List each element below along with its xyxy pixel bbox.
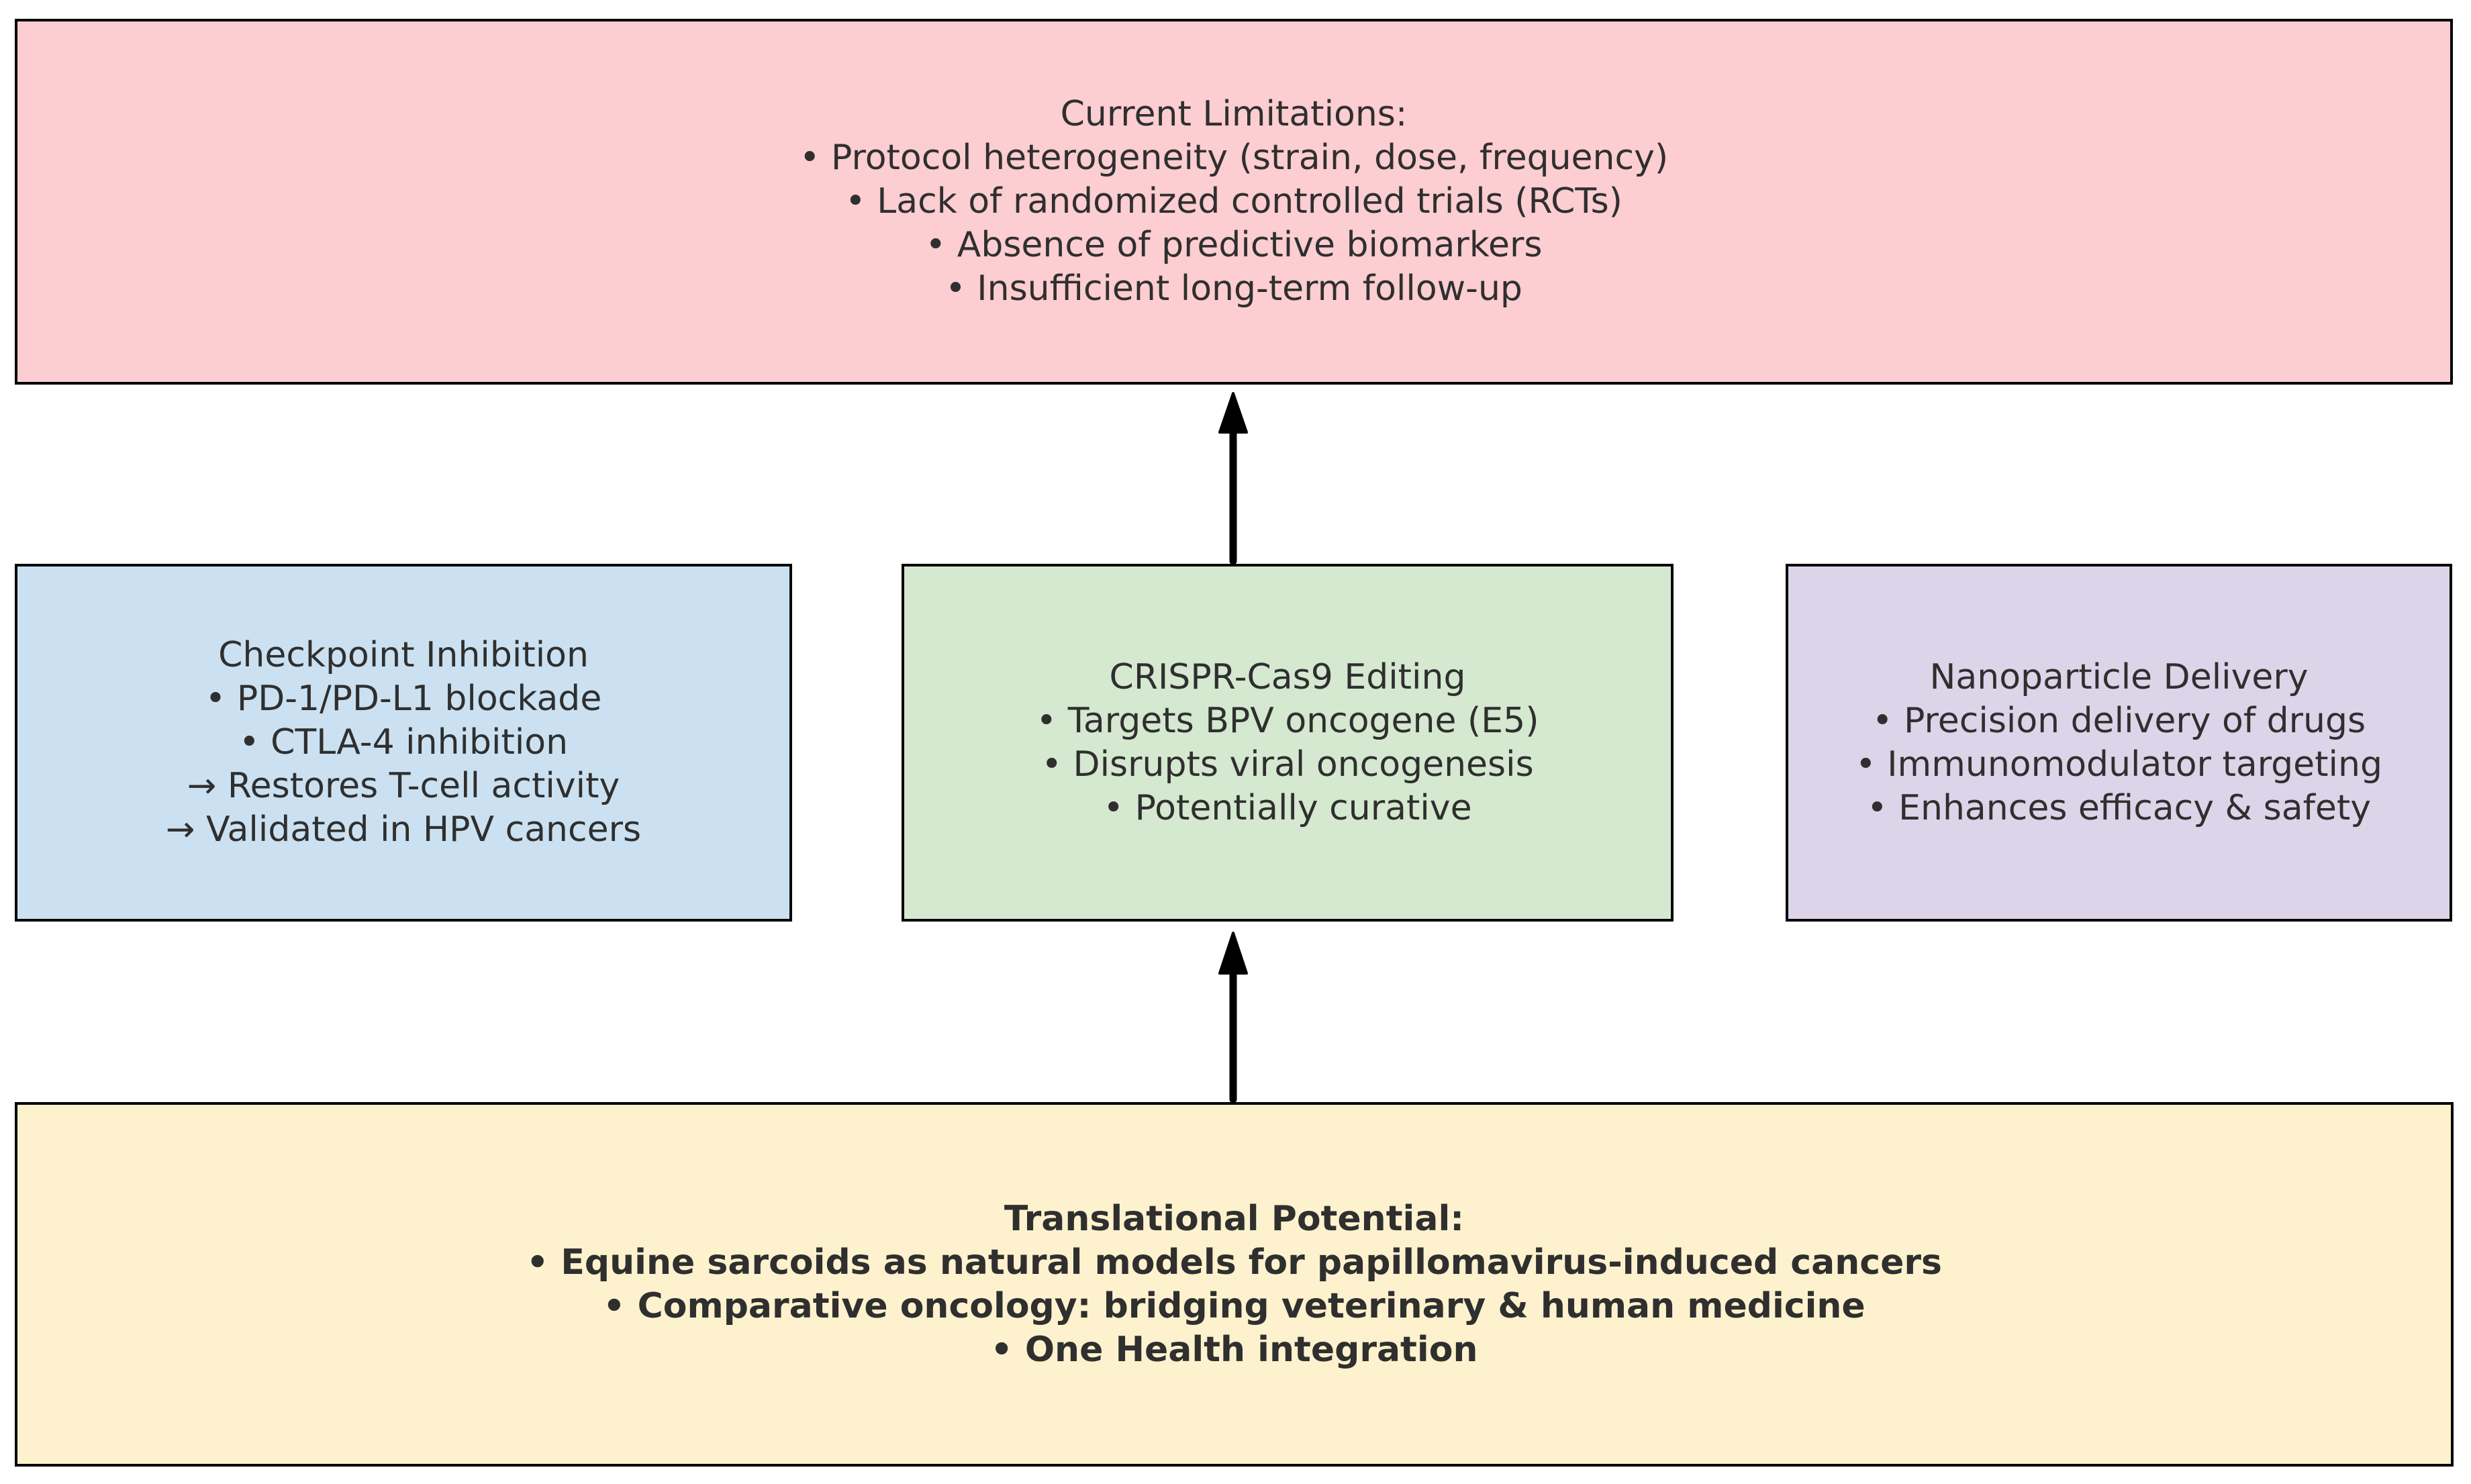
arrow-translational-to-crispr xyxy=(1218,932,1248,1103)
current-limitations-box: Current Limitations: • Protocol heteroge… xyxy=(15,19,2453,385)
limitations-bullet: • Insufficient long-term follow-up xyxy=(945,268,1522,309)
checkpoint-bullet: • PD-1/PD-L1 blockade xyxy=(205,679,602,719)
translational-bullet: • Equine sarcoids as natural models for … xyxy=(526,1242,1942,1283)
checkpoint-bullet: → Restores T-cell activity xyxy=(187,766,620,806)
translational-bullet: • Comparative oncology: bridging veterin… xyxy=(603,1285,1866,1326)
crispr-bullet: • Potentially curative xyxy=(1103,787,1472,828)
translational-bullet: • One Health integration xyxy=(990,1329,1478,1370)
checkpoint-inhibition-title: Checkpoint Inhibition xyxy=(218,635,589,675)
checkpoint-bullet: → Validated in HPV cancers xyxy=(165,809,642,850)
limitations-bullet: • Absence of predictive biomarkers xyxy=(925,225,1543,265)
nanoparticle-delivery-box: Nanoparticle Delivery • Precision delive… xyxy=(1786,564,2452,922)
current-limitations-title: Current Limitations: xyxy=(1060,94,1408,134)
crispr-cas9-box: CRISPR-Cas9 Editing • Targets BPV oncoge… xyxy=(902,564,1674,922)
translational-potential-box: Translational Potential: • Equine sarcoi… xyxy=(15,1102,2454,1467)
nanoparticle-bullet: • Precision delivery of drugs xyxy=(1872,700,2366,741)
nanoparticle-bullet: • Immunomodulator targeting xyxy=(1855,744,2382,785)
nanoparticle-delivery-title: Nanoparticle Delivery xyxy=(1929,656,2309,697)
crispr-bullet: • Targets BPV oncogene (E5) xyxy=(1036,700,1539,741)
arrow-crispr-to-limitations xyxy=(1218,392,1248,565)
checkpoint-inhibition-box: Checkpoint Inhibition • PD-1/PD-L1 block… xyxy=(15,564,792,922)
nanoparticle-bullet: • Enhances efficacy & safety xyxy=(1866,787,2372,828)
limitations-bullet: • Protocol heterogeneity (strain, dose, … xyxy=(799,138,1669,178)
translational-potential-title: Translational Potential: xyxy=(1004,1198,1465,1239)
checkpoint-bullet: • CTLA-4 inhibition xyxy=(238,722,569,762)
crispr-cas9-title: CRISPR-Cas9 Editing xyxy=(1109,656,1466,697)
crispr-bullet: • Disrupts viral oncogenesis xyxy=(1041,744,1534,785)
limitations-bullet: • Lack of randomized controlled trials (… xyxy=(845,181,1622,221)
